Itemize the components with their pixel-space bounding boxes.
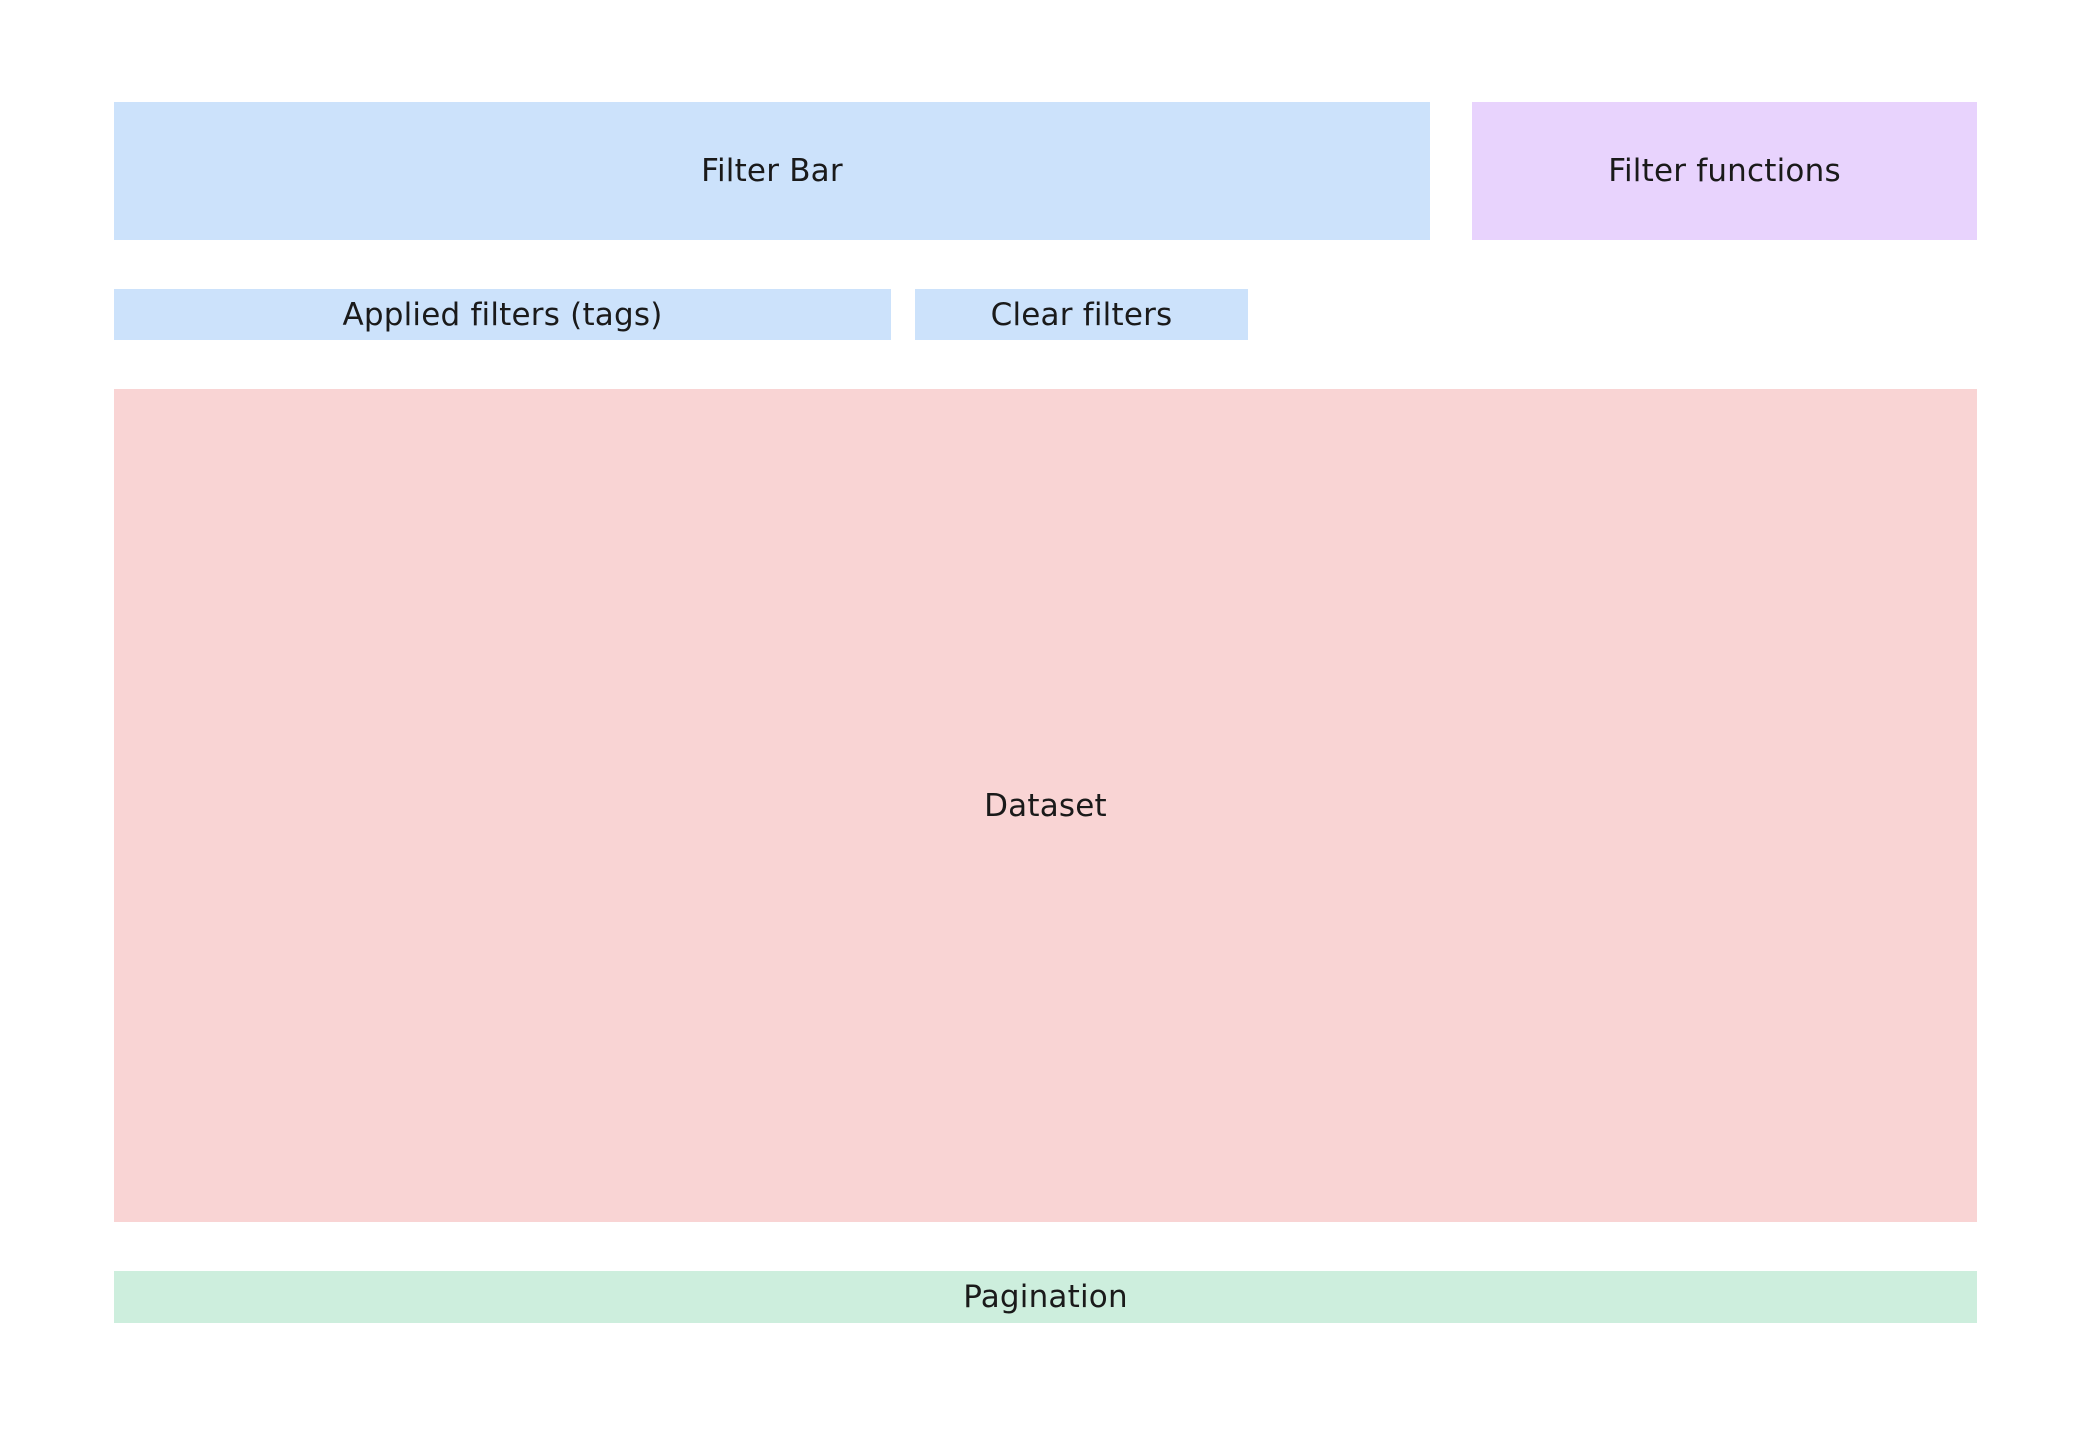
filter-functions-label: Filter functions bbox=[1608, 153, 1841, 189]
dataset-region: Dataset bbox=[114, 389, 1977, 1222]
filter-functions-region[interactable]: Filter functions bbox=[1472, 102, 1977, 240]
filter-bar-region[interactable]: Filter Bar bbox=[114, 102, 1430, 240]
applied-filters-region[interactable]: Applied filters (tags) bbox=[114, 289, 891, 340]
applied-filters-label: Applied filters (tags) bbox=[342, 296, 663, 333]
dataset-label: Dataset bbox=[984, 787, 1107, 824]
pagination-label: Pagination bbox=[963, 1279, 1128, 1315]
clear-filters-button[interactable]: Clear filters bbox=[915, 289, 1248, 340]
pagination-region[interactable]: Pagination bbox=[114, 1271, 1977, 1323]
filter-bar-label: Filter Bar bbox=[701, 153, 843, 189]
clear-filters-label: Clear filters bbox=[990, 296, 1173, 333]
